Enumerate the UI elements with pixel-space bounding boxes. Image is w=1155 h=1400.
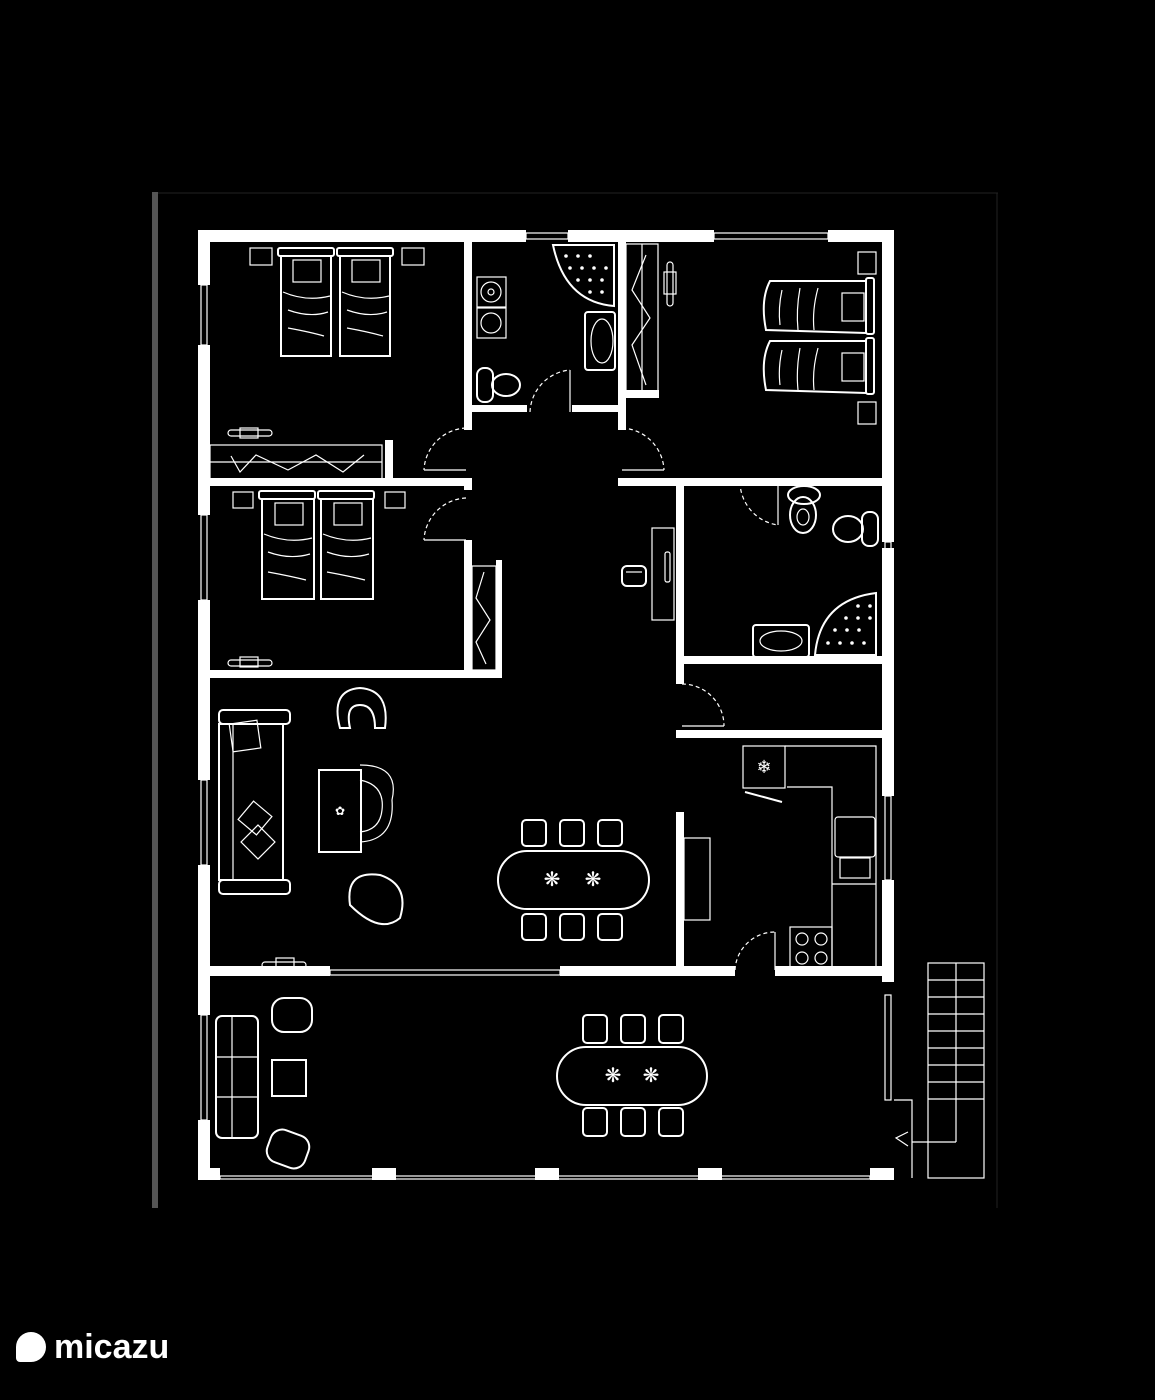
bed-icon bbox=[336, 247, 394, 357]
speech-bubble-logo-icon bbox=[16, 1332, 46, 1362]
nightstand-icon bbox=[857, 251, 877, 275]
sink-icon bbox=[584, 311, 616, 371]
svg-text:❋: ❋ bbox=[643, 1065, 660, 1087]
sink-icon bbox=[752, 624, 810, 658]
svg-text:❄: ❄ bbox=[756, 757, 771, 777]
dining-table-icon: ❋ ❋ bbox=[556, 1046, 708, 1106]
veranda: ❋ ❋ bbox=[215, 997, 708, 1170]
radiator-icon bbox=[227, 427, 273, 439]
corner-shower-icon bbox=[551, 244, 615, 308]
wardrobe-icon bbox=[471, 565, 497, 671]
svg-text:❋: ❋ bbox=[585, 869, 602, 891]
interior-walls bbox=[210, 242, 894, 976]
nightstand-icon bbox=[249, 247, 273, 266]
radiator-icon bbox=[663, 261, 677, 307]
doors bbox=[423, 369, 779, 971]
bed-icon bbox=[317, 490, 375, 600]
brand-logo: micazu bbox=[16, 1330, 169, 1364]
bedroom-1 bbox=[209, 247, 425, 480]
sideboard-icon bbox=[683, 837, 711, 921]
radiator-icon bbox=[227, 656, 273, 668]
toilet-icon bbox=[787, 485, 821, 534]
bed-icon bbox=[277, 247, 335, 357]
hallway bbox=[621, 527, 675, 621]
bed-icon bbox=[258, 490, 316, 600]
toilet-icon bbox=[476, 367, 521, 403]
fridge-icon bbox=[742, 745, 786, 789]
radiator-icon bbox=[664, 551, 671, 583]
dryer-icon bbox=[476, 307, 507, 339]
dining-table-icon: ❋ ❋ bbox=[497, 850, 650, 910]
coffee-table-icon bbox=[318, 769, 362, 853]
dining-chairs bbox=[582, 1014, 684, 1137]
dining-chairs bbox=[521, 819, 623, 941]
bed-icon bbox=[762, 277, 875, 335]
closet bbox=[625, 243, 677, 395]
chair-icon bbox=[621, 565, 647, 587]
kitchen: ❄ bbox=[683, 745, 877, 971]
living-room: ✿ ❋ ❋ bbox=[218, 686, 650, 969]
radiator-icon bbox=[261, 957, 307, 969]
bedroom-3 bbox=[762, 251, 877, 425]
nightstand-icon bbox=[384, 491, 406, 509]
bathroom-1 bbox=[476, 244, 616, 403]
armchair-icon bbox=[348, 873, 404, 926]
washer-icon bbox=[476, 276, 507, 308]
side-table-icon bbox=[271, 1059, 307, 1097]
brand-name: micazu bbox=[54, 1328, 170, 1366]
bed-icon bbox=[762, 337, 875, 395]
svg-text:❋: ❋ bbox=[544, 869, 561, 891]
nightstand-icon bbox=[232, 491, 254, 509]
armchair-icon bbox=[271, 997, 313, 1033]
sofa-icon bbox=[218, 709, 291, 895]
nightstand-icon bbox=[401, 247, 425, 266]
svg-text:❋: ❋ bbox=[605, 1065, 622, 1087]
bathroom-2 bbox=[752, 485, 879, 658]
stairs-icon bbox=[894, 962, 985, 1179]
nightstand-icon bbox=[857, 401, 877, 425]
desk-icon bbox=[651, 527, 675, 621]
sofa-icon bbox=[215, 1015, 259, 1139]
cooktop-icon bbox=[789, 926, 833, 970]
rug-icon bbox=[359, 764, 394, 843]
drawing-frame bbox=[152, 192, 998, 1208]
armchair-icon bbox=[265, 1128, 311, 1170]
sink-icon bbox=[834, 816, 876, 879]
exterior-walls bbox=[198, 230, 894, 1180]
bedroom-2 bbox=[227, 490, 497, 671]
corner-shower-icon bbox=[813, 591, 877, 656]
svg-text:✿: ✿ bbox=[335, 804, 345, 818]
armchair-icon bbox=[336, 686, 387, 729]
wardrobe-icon bbox=[209, 444, 383, 480]
bidet-icon bbox=[832, 511, 879, 547]
